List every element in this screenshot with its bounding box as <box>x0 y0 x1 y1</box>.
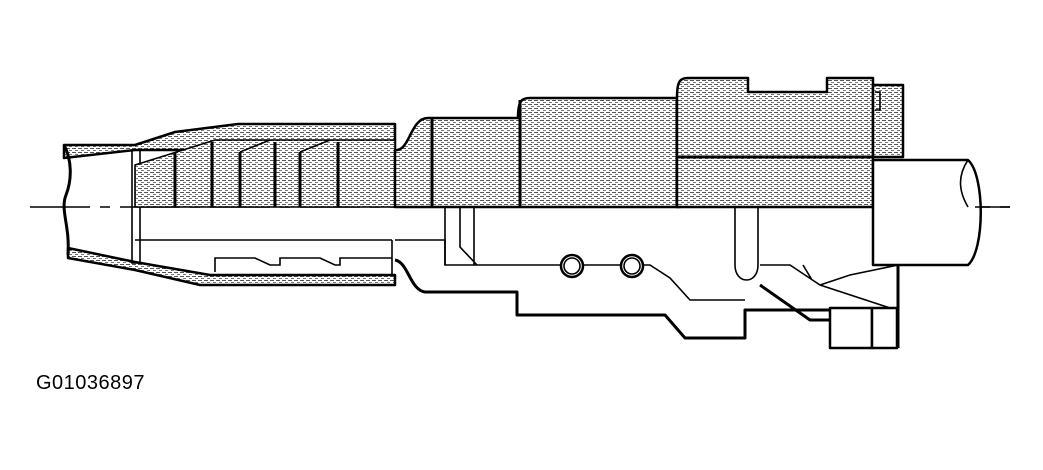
left-housing <box>62 122 397 287</box>
center-hub <box>393 96 830 340</box>
right-assembly <box>675 76 982 350</box>
figure-id-label: G01036897 <box>36 372 146 394</box>
